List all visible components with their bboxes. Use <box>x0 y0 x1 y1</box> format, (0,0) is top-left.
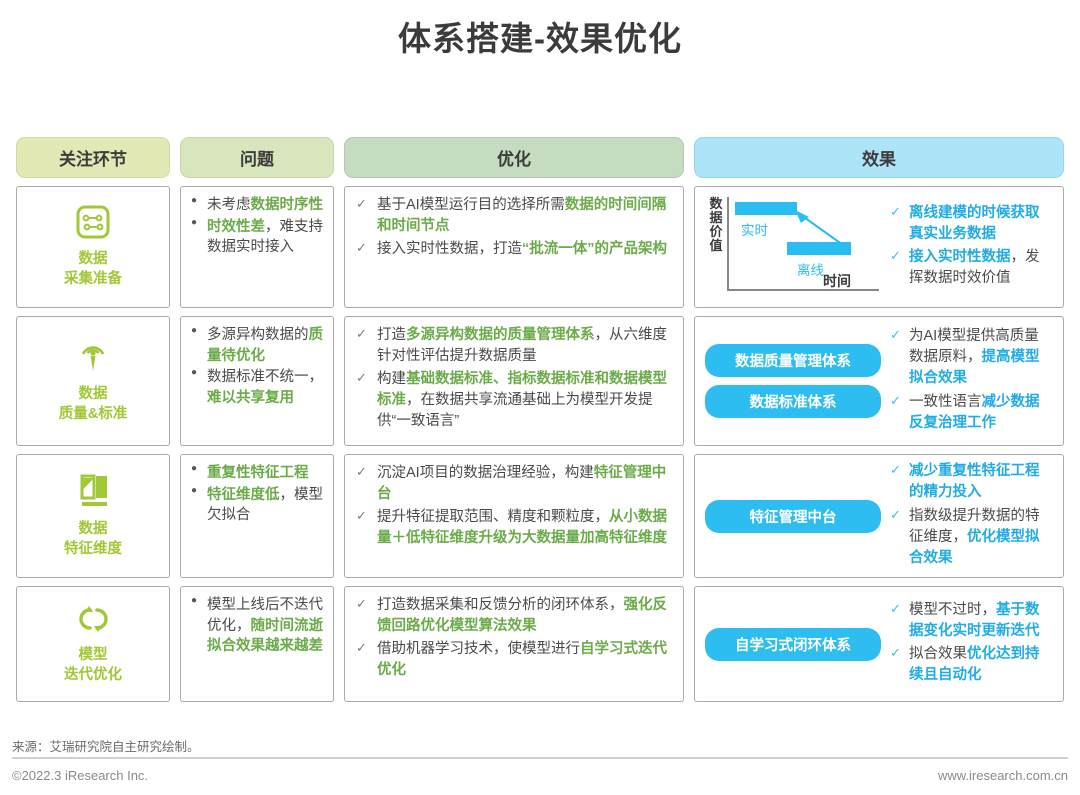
effect-cell: 特征管理中台 减少重复性特征工程的精力投入 指数级提升数据的特征维度，优化模型拟… <box>694 454 1064 578</box>
stage-cell-model-iteration: 模型 迭代优化 <box>16 586 170 702</box>
column-header-optimization: 优化 <box>344 137 684 178</box>
stage-label: 模型 迭代优化 <box>64 646 122 683</box>
list-item: 数据标准不统一，难以共享复用 <box>191 366 323 408</box>
website-url: www.iresearch.com.cn <box>937 768 1068 783</box>
list-item: 多源异构数据的质量待优化 <box>191 324 323 366</box>
stage-label: 数据 采集准备 <box>64 250 122 287</box>
effect-tag: 数据标准体系 <box>705 385 881 418</box>
list-item: 减少重复性特征工程的精力投入 <box>889 461 1053 503</box>
list-item: 指数级提升数据的特征维度，优化模型拟合效果 <box>889 506 1053 569</box>
chart-y-axis <box>727 197 729 289</box>
effect-tag: 数据质量管理体系 <box>705 344 881 377</box>
table-row: 数据 采集准备 未考虑数据时序性 时效性差，难支持数据实时接入 基于AI模型运行… <box>16 186 1064 308</box>
footer-divider <box>12 757 1068 759</box>
column-header-problem: 问题 <box>180 137 334 178</box>
data-collection-icon <box>76 205 110 244</box>
list-item: 打造多源异构数据的质量管理体系，从六维度针对性评估提升数据质量 <box>355 325 673 367</box>
problem-list: 未考虑数据时序性 时效性差，难支持数据实时接入 <box>191 194 323 258</box>
list-item: 时效性差，难支持数据实时接入 <box>191 216 323 258</box>
chart-bar-offline <box>787 242 851 255</box>
effect-list: 离线建模的时候获取真实业务数据 接入实时性数据，发挥数据时效价值 <box>889 203 1053 289</box>
optimization-list: 打造数据采集和反馈分析的闭环体系，强化反馈回路优化模型算法效果 借助机器学习技术… <box>355 595 673 681</box>
column-header-effect: 效果 <box>694 137 1064 178</box>
list-item: 提升特征提取范围、精度和颗粒度，从小数据量＋低特征维度升级为大数据量加高特征维度 <box>355 507 673 549</box>
table-row: 数据 质量&标准 多源异构数据的质量待优化 数据标准不统一，难以共享复用 打造多… <box>16 316 1064 446</box>
list-item: 借助机器学习技术，使模型进行自学习式迭代优化 <box>355 639 673 681</box>
feature-dimension-icon <box>76 473 110 514</box>
problem-list: 重复性特征工程 特征维度低，模型欠拟合 <box>191 462 323 526</box>
stage-cell-data-collection: 数据 采集准备 <box>16 186 170 308</box>
optimization-cell: 沉淀AI项目的数据治理经验，构建特征管理中台 提升特征提取范围、精度和颗粒度，从… <box>344 454 684 578</box>
problem-cell: 模型上线后不迭代优化，随时间流逝拟合效果越来越差 <box>180 586 334 702</box>
list-item: 未考虑数据时序性 <box>191 194 323 216</box>
effect-list: 为AI模型提供高质量数据原料，提高模型拟合效果 一致性语言减少数据反复治理工作 <box>889 326 1053 433</box>
chart-bar-realtime <box>735 202 797 215</box>
realtime-vs-offline-chart: 数据价值 实时 离线 时间 <box>705 195 881 299</box>
column-header-stage: 关注环节 <box>16 137 170 178</box>
list-item: 特征维度低，模型欠拟合 <box>191 484 323 526</box>
effect-cell: 自学习式闭环体系 模型不过时，基于数据变化实时更新迭代 拟合效果优化达到持续且自… <box>694 586 1064 702</box>
list-item: 拟合效果优化达到持续且自动化 <box>889 644 1053 686</box>
problem-cell: 未考虑数据时序性 时效性差，难支持数据实时接入 <box>180 186 334 308</box>
optimization-cell: 基于AI模型运行目的选择所需数据的时间间隔和时间节点 接入实时性数据，打造“批流… <box>344 186 684 308</box>
stage-cell-feature-dimension: 数据 特征维度 <box>16 454 170 578</box>
stage-label: 数据 质量&标准 <box>58 385 128 422</box>
effect-visual: 数据价值 实时 离线 时间 <box>705 195 881 299</box>
list-item: 沉淀AI项目的数据治理经验，构建特征管理中台 <box>355 463 673 505</box>
list-item: 重复性特征工程 <box>191 462 323 484</box>
stage-cell-data-quality: 数据 质量&标准 <box>16 316 170 446</box>
problem-cell: 多源异构数据的质量待优化 数据标准不统一，难以共享复用 <box>180 316 334 446</box>
page-title: 体系搭建-效果优化 <box>398 20 682 57</box>
list-item: 离线建模的时候获取真实业务数据 <box>889 203 1053 245</box>
problem-cell: 重复性特征工程 特征维度低，模型欠拟合 <box>180 454 334 578</box>
effect-visual: 数据质量管理体系 数据标准体系 <box>705 344 881 418</box>
effect-visual: 特征管理中台 <box>705 499 881 533</box>
optimization-cell: 打造多源异构数据的质量管理体系，从六维度针对性评估提升数据质量 构建基础数据标准… <box>344 316 684 446</box>
source-note: 来源：艾瑞研究院自主研究绘制。 <box>12 740 200 754</box>
chart-label-offline: 离线 <box>797 263 824 278</box>
effect-text: 减少重复性特征工程的精力投入 指数级提升数据的特征维度，优化模型拟合效果 <box>889 461 1053 570</box>
effect-cell: 数据质量管理体系 数据标准体系 为AI模型提供高质量数据原料，提高模型拟合效果 … <box>694 316 1064 446</box>
matrix-grid: 关注环节 问题 优化 效果 <box>16 137 1064 710</box>
problem-list: 多源异构数据的质量待优化 数据标准不统一，难以共享复用 <box>191 324 323 408</box>
list-item: 基于AI模型运行目的选择所需数据的时间间隔和时间节点 <box>355 195 673 237</box>
list-item: 为AI模型提供高质量数据原料，提高模型拟合效果 <box>889 326 1053 389</box>
copyright: ©2022.3 iResearch Inc. <box>12 768 149 783</box>
effect-text: 为AI模型提供高质量数据原料，提高模型拟合效果 一致性语言减少数据反复治理工作 <box>889 326 1053 435</box>
iteration-refresh-icon <box>76 603 110 640</box>
list-item: 打造数据采集和反馈分析的闭环体系，强化反馈回路优化模型算法效果 <box>355 595 673 637</box>
effect-text: 离线建模的时候获取真实业务数据 接入实时性数据，发挥数据时效价值 <box>889 203 1053 291</box>
chart-y-label: 数据价值 <box>709 196 723 253</box>
stage-label: 数据 特征维度 <box>64 520 122 557</box>
optimization-list: 沉淀AI项目的数据治理经验，构建特征管理中台 提升特征提取范围、精度和颗粒度，从… <box>355 463 673 549</box>
effect-tag: 特征管理中台 <box>705 499 881 533</box>
header-row: 关注环节 问题 优化 效果 <box>16 137 1064 178</box>
list-item: 模型不过时，基于数据变化实时更新迭代 <box>889 600 1053 642</box>
effect-visual: 自学习式闭环体系 <box>705 627 881 661</box>
effect-tag: 自学习式闭环体系 <box>705 627 881 661</box>
chart-label-realtime: 实时 <box>741 223 768 238</box>
table-row: 模型 迭代优化 模型上线后不迭代优化，随时间流逝拟合效果越来越差 打造数据采集和… <box>16 586 1064 702</box>
chart-x-axis <box>727 289 879 291</box>
effect-list: 减少重复性特征工程的精力投入 指数级提升数据的特征维度，优化模型拟合效果 <box>889 461 1053 568</box>
optimization-list: 基于AI模型运行目的选择所需数据的时间间隔和时间节点 接入实时性数据，打造“批流… <box>355 195 673 260</box>
effect-text: 模型不过时，基于数据变化实时更新迭代 拟合效果优化达到持续且自动化 <box>889 600 1053 688</box>
optimization-list: 打造多源异构数据的质量管理体系，从六维度针对性评估提升数据质量 构建基础数据标准… <box>355 325 673 432</box>
chart-x-label: 时间 <box>823 273 851 289</box>
list-item: 接入实时性数据，打造“批流一体”的产品架构 <box>355 239 673 260</box>
table-row: 数据 特征维度 重复性特征工程 特征维度低，模型欠拟合 沉淀AI项目的数据治理经… <box>16 454 1064 578</box>
signal-quality-icon <box>76 338 110 379</box>
effect-list: 模型不过时，基于数据变化实时更新迭代 拟合效果优化达到持续且自动化 <box>889 600 1053 686</box>
chart-arrow-icon <box>795 210 844 246</box>
list-item: 一致性语言减少数据反复治理工作 <box>889 392 1053 434</box>
problem-list: 模型上线后不迭代优化，随时间流逝拟合效果越来越差 <box>191 594 323 657</box>
list-item: 模型上线后不迭代优化，随时间流逝拟合效果越来越差 <box>191 594 323 657</box>
optimization-cell: 打造数据采集和反馈分析的闭环体系，强化反馈回路优化模型算法效果 借助机器学习技术… <box>344 586 684 702</box>
list-item: 构建基础数据标准、指标数据标准和数据模型标准，在数据共享流通基础上为模型开发提供… <box>355 369 673 432</box>
list-item: 接入实时性数据，发挥数据时效价值 <box>889 247 1053 289</box>
